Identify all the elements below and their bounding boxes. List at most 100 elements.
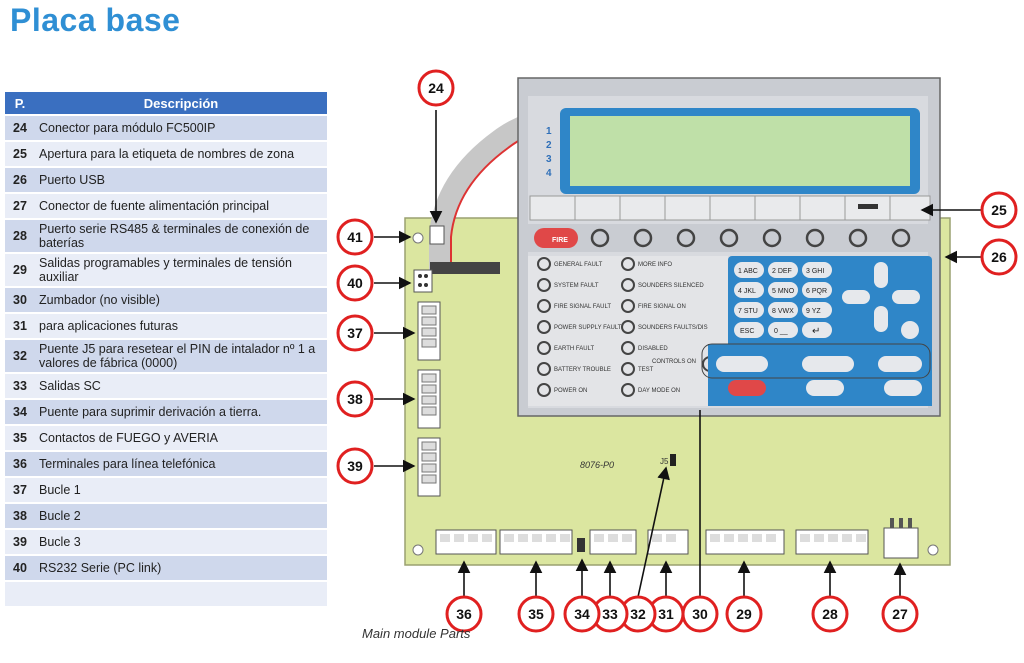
part-description: para aplicaciones futuras <box>35 314 327 338</box>
part-number: 35 <box>5 426 35 450</box>
display-line-number: 2 <box>546 140 552 151</box>
part-number: 38 <box>5 504 35 528</box>
indicator-label: SOUNDERS SILENCED <box>638 283 704 289</box>
part-description: Terminales para línea telefónica <box>35 452 327 476</box>
j5-jumper <box>670 454 676 466</box>
part-description: Puerto serie RS485 & terminales de conex… <box>35 220 327 252</box>
indicator-label: GENERAL FAULT <box>554 262 603 268</box>
callout-circle <box>336 447 374 485</box>
indicator-label: TEST <box>638 367 654 373</box>
callout-number: 26 <box>991 249 1007 265</box>
callout-circle <box>725 595 763 633</box>
telephone-terminal <box>435 529 497 555</box>
display-line-number: 3 <box>546 154 552 165</box>
indicator-label: DISABLED <box>638 346 668 352</box>
jumper-label: J5 <box>660 457 669 466</box>
part-number: 40 <box>5 556 35 580</box>
indicator-label: EARTH FAULT <box>554 346 594 352</box>
indicator-panel <box>528 256 728 406</box>
keypad-key: 1 ABC <box>738 268 758 275</box>
part-description: Puente para suprimir derivación a tierra… <box>35 400 327 424</box>
callout-number: 36 <box>456 606 472 622</box>
part-number: 33 <box>5 374 35 398</box>
control-key <box>802 356 854 372</box>
display-line-number: 1 <box>546 126 552 137</box>
part-description: Salidas SC <box>35 374 327 398</box>
control-key <box>716 356 768 372</box>
keypad-key: ↵ <box>812 326 820 337</box>
part-number: 24 <box>5 116 35 140</box>
callout-circle <box>336 264 374 302</box>
callout-circle <box>563 595 601 633</box>
mounting-hole <box>412 544 424 556</box>
reset-key <box>728 380 766 396</box>
fire-fault-contacts-terminal <box>499 529 573 555</box>
callout-number: 40 <box>347 275 363 291</box>
part-number: 31 <box>5 314 35 338</box>
callout-circle <box>811 595 849 633</box>
board-code: 8076-P0 <box>580 460 614 470</box>
part-description: Bucle 1 <box>35 478 327 502</box>
indicator-label: FIRE SIGNAL FAULT <box>554 304 611 310</box>
header-description: Descripción <box>35 92 327 114</box>
part-description: Puente J5 para resetear el PIN de intala… <box>35 340 327 372</box>
callout-circle <box>336 218 374 256</box>
keypad-key: 4 JKL <box>738 288 756 295</box>
zone-buttons-row: FIRE <box>528 224 938 252</box>
part-number: 27 <box>5 194 35 218</box>
part-number: 36 <box>5 452 35 476</box>
keypad-key: 9 YZ <box>806 308 821 315</box>
callout-circle <box>980 238 1018 276</box>
keypad-key: 3 GHI <box>806 268 824 275</box>
control-key <box>878 356 922 372</box>
part-number: 30 <box>5 288 35 312</box>
callout-number: 39 <box>347 458 363 474</box>
indicator-label: BATTERY TROUBLE <box>554 367 611 373</box>
future-use-terminal <box>647 529 689 555</box>
part-number: 29 <box>5 254 35 286</box>
fire-button-label: FIRE <box>552 237 568 244</box>
table-header-row: P. Descripción <box>5 92 327 114</box>
indicator-leds: GENERAL FAULT SYSTEM FAULT FIRE SIGNAL F… <box>537 257 718 397</box>
callout-circle <box>336 380 374 418</box>
indicator-label: FIRE SIGNAL ON <box>638 304 686 310</box>
loop-1-terminal <box>417 301 441 361</box>
ribbon-connector <box>430 262 500 274</box>
help-key <box>901 321 919 339</box>
callout-circle <box>881 595 919 633</box>
part-description: Conector para módulo FC500IP <box>35 116 327 140</box>
callout-number: 31 <box>658 606 674 622</box>
page-title: Placa base <box>10 2 181 38</box>
indicator-label: POWER ON <box>554 388 587 394</box>
controls-outline <box>701 343 931 379</box>
control-keys-strip <box>708 344 932 406</box>
callout-number: 24 <box>428 80 444 96</box>
fire-button <box>534 228 578 248</box>
diagram-caption: Main module Parts <box>362 626 471 641</box>
part-number <box>5 582 35 606</box>
callout-number: 32 <box>630 606 646 622</box>
programmable-outputs-terminal <box>705 529 785 555</box>
rs485-battery-terminal <box>795 529 869 555</box>
part-description: Conector de fuente alimentación principa… <box>35 194 327 218</box>
nav-right-key <box>892 290 920 304</box>
header-number: P. <box>5 92 35 114</box>
callout-circle <box>445 595 483 633</box>
keypad-key: 2 DEF <box>772 268 792 275</box>
callout-number: 28 <box>822 606 838 622</box>
callout-circle <box>517 595 555 633</box>
nav-left-key <box>842 290 870 304</box>
callout-number: 27 <box>892 606 908 622</box>
callout-number: 41 <box>347 229 363 245</box>
keypad-key: 6 PQR <box>806 288 827 295</box>
zone-label-strip <box>529 195 931 221</box>
